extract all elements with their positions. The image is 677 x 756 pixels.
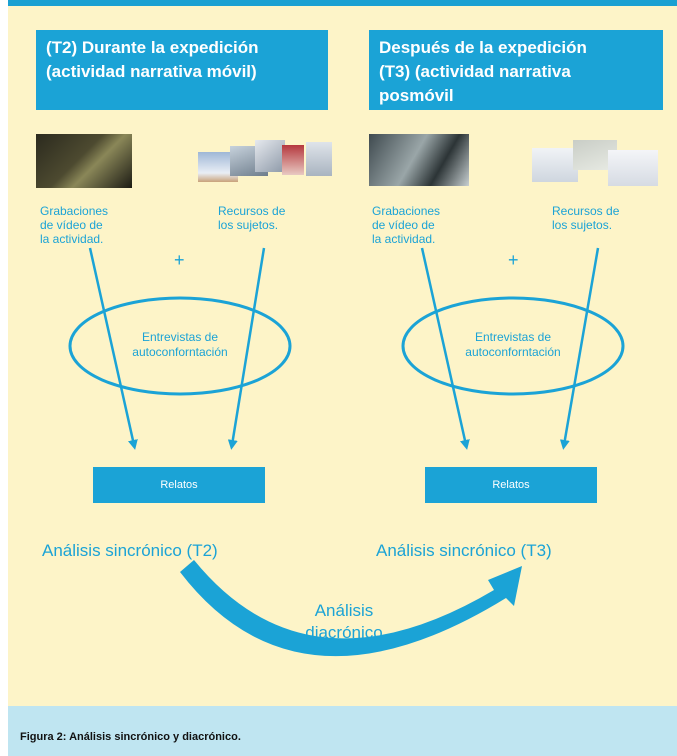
synchronic-analysis-t3: Análisis sincrónico (T3) <box>376 541 552 560</box>
title-box-t2: (T2) Durante la expedición (actividad na… <box>36 30 328 110</box>
synchronic-analysis-t2: Análisis sincrónico (T2) <box>42 541 218 560</box>
interview-label-t3: Entrevistas de autoconforntación <box>465 330 561 359</box>
relatos-label-t3: Relatos <box>492 479 530 491</box>
interview-ellipse-t2 <box>68 296 292 396</box>
figure-caption: Figura 2: Análisis sincrónico y diacróni… <box>20 731 241 743</box>
plus-t3: + <box>508 250 519 270</box>
resource-thumb-3-t2 <box>255 140 285 172</box>
interview-label-t2: Entrevistas de autoconforntación <box>132 330 228 359</box>
diagram-panel <box>8 6 677 706</box>
arrow-video-t2 <box>88 247 138 450</box>
arrow-resources-t3 <box>559 247 600 450</box>
arrow-resources-t2 <box>227 247 266 450</box>
relatos-box-t3: Relatos <box>425 467 597 503</box>
diachronic-arrow <box>180 560 522 657</box>
label-resources-t3: Recursos de los sujetos. <box>552 204 620 232</box>
connector-layer <box>68 247 625 657</box>
figure: (T2) Durante la expedición (actividad na… <box>8 0 677 756</box>
caption-bar <box>8 706 677 756</box>
label-resources-t2: Recursos de los sujetos. <box>218 204 286 232</box>
title-t2: (T2) Durante la expedición (actividad na… <box>46 38 259 81</box>
top-rule <box>8 0 677 6</box>
diachronic-analysis-label: Análisis diacrónico <box>305 601 383 642</box>
title-t3: Después de la expedición (T3) (actividad… <box>379 38 587 105</box>
arrow-video-t3 <box>420 247 470 450</box>
interview-ellipse-t3 <box>401 296 625 396</box>
label-video-t3: Grabaciones de vídeo de la actividad. <box>372 204 441 246</box>
plus-t2: + <box>174 250 185 270</box>
resource-thumb-4-t2 <box>282 145 304 175</box>
video-thumbnail-t2 <box>36 134 132 188</box>
resource-thumb-5-t2 <box>306 142 332 176</box>
title-box-t3: Después de la expedición (T3) (actividad… <box>369 30 663 110</box>
video-thumbnail-t3 <box>369 134 469 186</box>
relatos-box-t2: Relatos <box>93 467 265 503</box>
resource-thumb-1-t3 <box>532 148 578 182</box>
label-video-t2: Grabaciones de vídeo de la actividad. <box>40 204 109 246</box>
resource-thumb-3-t3 <box>608 150 658 186</box>
relatos-label-t2: Relatos <box>160 479 198 491</box>
